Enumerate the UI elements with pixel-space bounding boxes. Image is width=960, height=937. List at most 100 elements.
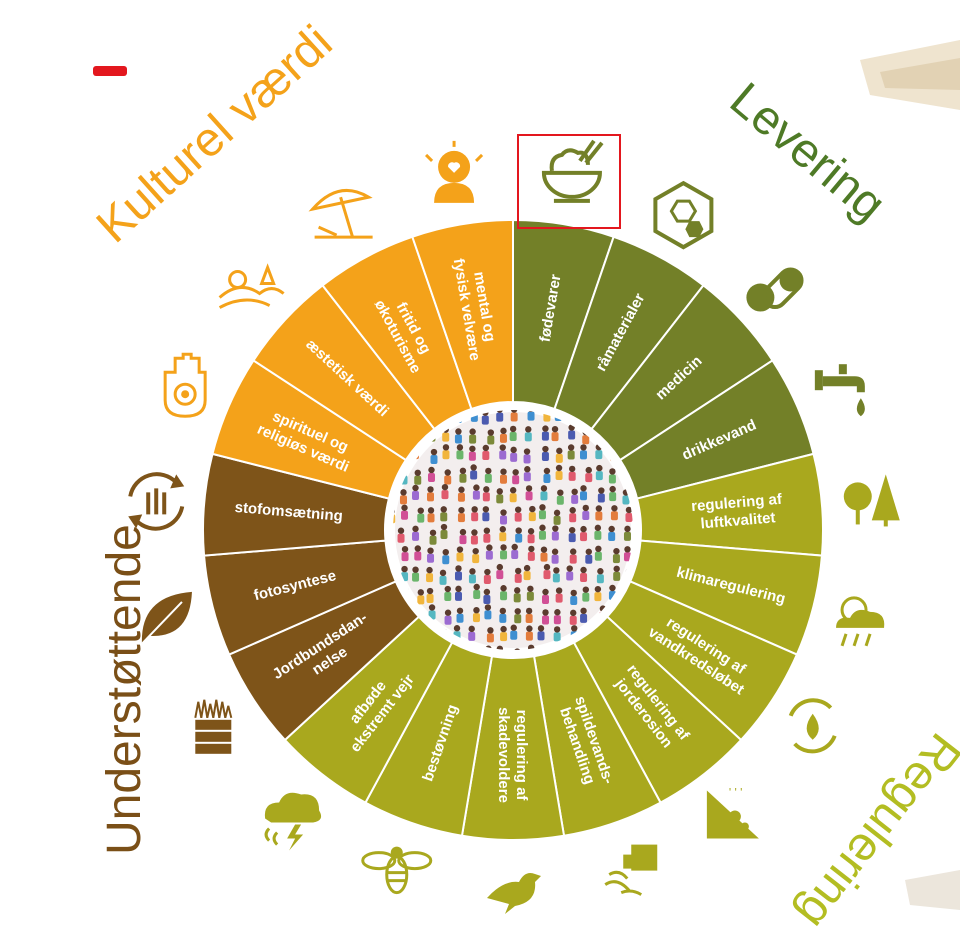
crowd-person-head bbox=[496, 563, 504, 571]
crowd-person-head bbox=[499, 444, 506, 451]
crowd-person-body bbox=[525, 491, 533, 501]
crowd-person-body bbox=[496, 412, 504, 422]
storm-cloud-icon bbox=[264, 792, 322, 851]
crowd-person-head bbox=[527, 585, 534, 592]
beach-umbrella-icon bbox=[308, 188, 373, 239]
crowd-person-body bbox=[470, 470, 478, 480]
crowd-person-body bbox=[509, 431, 517, 441]
crowd-person-head bbox=[444, 469, 451, 476]
crowd-person-head bbox=[500, 509, 507, 516]
crowd-person-body bbox=[566, 571, 574, 581]
crowd-person-head bbox=[441, 483, 449, 491]
crowd-person-body bbox=[481, 415, 489, 425]
segment-label: regulering afluftkvalitet bbox=[691, 491, 785, 533]
crowd-person-body bbox=[580, 532, 588, 542]
crowd-person-head bbox=[412, 484, 419, 492]
crowd-person-head bbox=[459, 467, 467, 475]
wheel-segment[interactable] bbox=[411, 218, 514, 411]
crowd-person-head bbox=[570, 609, 577, 617]
crowd-person-head bbox=[470, 464, 477, 471]
crowd-person-body bbox=[511, 550, 519, 560]
trees-icon bbox=[843, 474, 900, 527]
crowd-person-head bbox=[417, 589, 425, 596]
crowd-person-body bbox=[414, 475, 422, 485]
crowd-person-head bbox=[613, 565, 620, 573]
crowd-person-head bbox=[483, 486, 490, 493]
water-cycle-icon bbox=[788, 698, 837, 754]
crowd-person-head bbox=[596, 464, 603, 472]
crowd-person-head bbox=[400, 489, 407, 496]
crowd-person-body bbox=[469, 434, 477, 444]
crowd-person-head bbox=[417, 507, 424, 514]
crowd-person-head bbox=[487, 429, 495, 436]
crowd-person-head bbox=[469, 445, 476, 452]
crowd-person-head bbox=[428, 466, 435, 474]
crowd-person-head bbox=[611, 505, 618, 512]
crowd-person-body bbox=[594, 551, 602, 561]
crowd-person-head bbox=[552, 525, 559, 532]
crowd-person-body bbox=[613, 571, 621, 581]
crowd-person-head bbox=[527, 528, 535, 535]
crowd-person-head bbox=[525, 485, 533, 492]
crowd-person-body bbox=[585, 473, 593, 483]
crowd-person-body bbox=[442, 555, 450, 565]
leaf-icon bbox=[137, 591, 192, 649]
crowd-person-head bbox=[580, 607, 587, 615]
crowd-person-body bbox=[523, 472, 531, 482]
crowd-person-head bbox=[557, 489, 564, 496]
crowd-person-head bbox=[514, 587, 521, 594]
crowd-person-body bbox=[496, 494, 504, 504]
crowd-person-body bbox=[579, 450, 587, 460]
crowd-person-body bbox=[444, 475, 452, 485]
crowd-person-body bbox=[500, 474, 508, 484]
crowd-person-body bbox=[514, 573, 522, 583]
crowd-person-head bbox=[487, 627, 494, 634]
crowd-person-head bbox=[625, 506, 633, 514]
bee-icon bbox=[361, 846, 433, 895]
crowd-person-head bbox=[542, 445, 549, 453]
crowd-person-head bbox=[509, 425, 517, 433]
crowd-person-body bbox=[513, 593, 521, 603]
crowd-person-head bbox=[442, 548, 449, 556]
crowd-person-body bbox=[595, 471, 603, 481]
crowd-person-head bbox=[456, 444, 464, 451]
crowd-person-head bbox=[439, 569, 447, 577]
crowd-person-head bbox=[510, 410, 518, 413]
crowd-person-head bbox=[553, 626, 561, 633]
crowd-person-body bbox=[427, 492, 435, 502]
crowd-person-head bbox=[471, 506, 478, 513]
crowd-person-body bbox=[568, 471, 576, 481]
crowd-person-body bbox=[427, 553, 435, 563]
crowd-person-head bbox=[594, 524, 602, 532]
crowd-person-body bbox=[538, 510, 546, 520]
crowd-person-body bbox=[556, 495, 564, 505]
crowd-person-head bbox=[553, 567, 560, 574]
crowd-person-body bbox=[514, 614, 522, 624]
crowd-person-body bbox=[623, 531, 631, 541]
crowd-person-body bbox=[472, 554, 480, 564]
crowd-person-head bbox=[401, 504, 408, 511]
crowd-person-body bbox=[580, 613, 588, 623]
crowd-person-body bbox=[526, 591, 534, 601]
crowd-person-body bbox=[537, 631, 545, 641]
crowd-person-body bbox=[514, 512, 522, 522]
crowd-person-head bbox=[440, 506, 447, 513]
crowd-person-head bbox=[459, 528, 467, 536]
crowd-person-body bbox=[473, 590, 481, 600]
crowd-person-body bbox=[397, 533, 405, 543]
crowd-person-body bbox=[553, 632, 561, 642]
pill-capsule-icon bbox=[746, 267, 804, 312]
crowd-person-body bbox=[595, 511, 603, 521]
hamsa-hand-icon bbox=[163, 352, 207, 418]
crowd-person-body bbox=[568, 430, 576, 440]
crowd-person-head bbox=[473, 606, 480, 614]
crowd-person-body bbox=[525, 613, 533, 623]
soil-layers-icon bbox=[194, 699, 233, 754]
crowd-person-head bbox=[484, 604, 492, 611]
crowd-person-head bbox=[472, 547, 479, 555]
crowd-person-head bbox=[485, 467, 492, 475]
crowd-person-body bbox=[515, 533, 523, 543]
crowd-person-head bbox=[500, 585, 507, 592]
crowd-person-head bbox=[456, 546, 464, 553]
crowd-person-head bbox=[537, 625, 545, 632]
